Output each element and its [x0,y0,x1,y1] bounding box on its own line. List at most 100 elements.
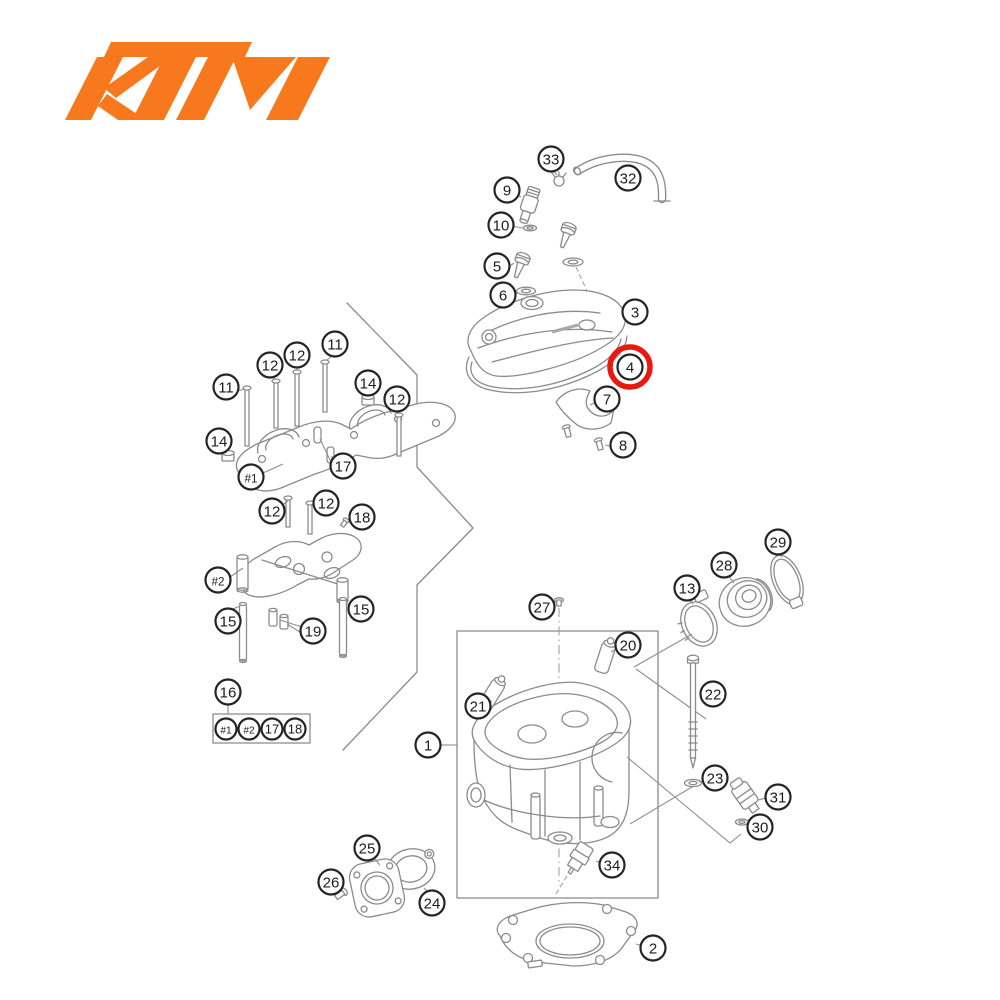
callout-34: 34 [598,851,626,879]
svg-text:34: 34 [604,857,621,874]
svg-text:12: 12 [389,391,406,408]
callout-29: 29 [764,528,792,556]
svg-text:12: 12 [262,357,279,374]
cover-washer-6-right-hole [567,259,579,265]
callout-12: 12 [383,385,411,413]
svg-text:14: 14 [211,433,228,450]
svg-text:#1: #1 [220,726,232,737]
svg-text:4: 4 [626,359,634,376]
callout-16: 16 [214,678,242,706]
logo-letter-m-left [176,57,236,120]
callout-18: 18 [283,717,307,741]
callout-19: 19 [299,617,327,645]
callout-8: 8 [609,431,637,459]
callout-26: 26 [317,868,345,896]
callout-14: 14 [205,427,233,455]
svg-text:31: 31 [770,789,787,806]
assembly-bracket-line [342,302,474,751]
callout-28: 28 [710,551,738,579]
svg-text:22: 22 [705,686,722,703]
svg-text:17: 17 [335,458,352,475]
svg-text:11: 11 [218,379,234,396]
callout-12: 12 [258,497,286,525]
bolts-12-lower [283,495,315,535]
cylinder-head-1 [466,681,632,845]
head-gasket-2 [496,901,638,969]
svg-text:7: 7 [603,391,611,408]
intake-boot-28 [718,577,774,627]
svg-text:18: 18 [288,722,302,737]
leader-num1 [262,463,284,474]
svg-text:16: 16 [220,684,237,701]
svg-text:26: 26 [323,874,340,891]
callout-23: 23 [701,764,729,792]
hose-32 [572,153,671,204]
svg-text:3: 3 [631,304,639,321]
leader-intake-a [633,633,693,668]
callout-3: 3 [621,298,649,326]
svg-text:30: 30 [752,819,769,836]
cover-bolt-5-right [559,221,577,249]
washer-30-hole [738,820,746,824]
flange-cover-25 [348,858,406,918]
washer-10 [522,224,538,232]
callout-32: 32 [614,164,642,192]
cover-washer-6-right [562,257,584,267]
callout-9: 9 [493,176,521,204]
svg-text:1: 1 [424,737,432,754]
callout-5: 5 [483,252,511,280]
callout-17: 17 [260,717,284,741]
rocker-bridge-2 [236,532,362,604]
svg-text:29: 29 [770,534,787,551]
svg-text:18: 18 [354,509,371,526]
svg-text:#1: #1 [244,472,257,485]
svg-text:9: 9 [503,182,511,199]
logo-letter-m-right [266,57,330,120]
callout-10: 10 [487,211,515,239]
callout-18: 18 [348,503,376,531]
callout-15: 15 [214,607,242,635]
screw-8b [593,437,604,451]
callout-2: 2 [639,934,667,962]
svg-text:33: 33 [543,151,560,168]
svg-text:15: 15 [220,613,237,630]
callout-17: 17 [329,452,357,480]
svg-text:14: 14 [360,375,377,392]
callout-24: 24 [418,889,446,917]
svg-text:15: 15 [353,601,370,618]
callout-12: 12 [283,341,311,369]
svg-text:27: 27 [534,599,551,616]
svg-text:12: 12 [289,347,306,364]
clamp-33 [551,171,567,187]
callout-6: 6 [489,281,517,309]
callout-30: 30 [746,813,774,841]
svg-text:13: 13 [679,580,696,597]
svg-text:6: 6 [499,287,507,304]
callout-20: 20 [614,631,642,659]
breather-valve-9 [519,185,541,224]
callout-12: 12 [256,351,284,379]
leader-23-line [629,786,693,825]
callout-22: 22 [699,680,727,708]
leader-sensor-line [626,756,742,844]
svg-text:24: 24 [424,895,441,912]
clamp-29 [770,554,804,610]
legend-box [212,713,311,744]
callout-num2: #2 [204,566,232,594]
logo-letter-k [65,57,123,120]
callout-31: 31 [764,783,792,811]
logo-letter-t-stem [132,57,196,120]
callout-33: 33 [537,145,565,173]
bolt-22 [686,654,700,769]
washer-23-hole [688,780,698,786]
logo-letter-k-arm [104,57,172,98]
svg-text:28: 28 [716,557,733,574]
svg-text:21: 21 [470,698,487,715]
bolt-27 [553,597,565,607]
callout-4: 4 [607,344,653,390]
svg-text:20: 20 [620,637,637,654]
cylinder-head-frame-box [456,630,659,899]
dowels-19 [268,607,289,630]
